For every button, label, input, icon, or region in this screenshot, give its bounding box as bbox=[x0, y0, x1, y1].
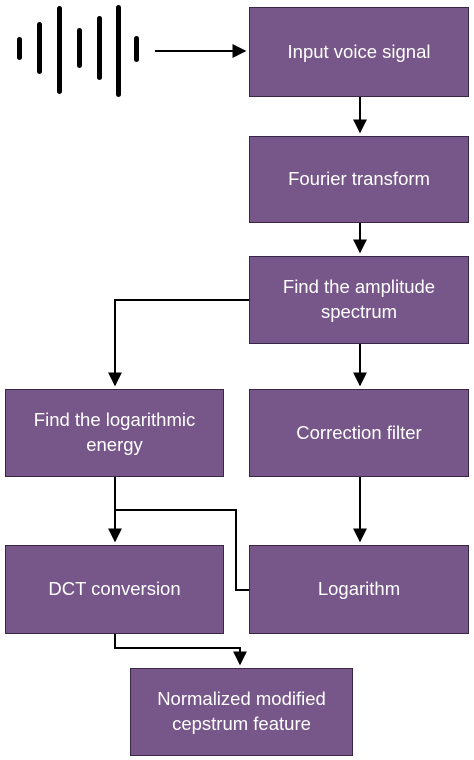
node-fourier-transform: Fourier transform bbox=[249, 136, 469, 223]
node-amplitude-spectrum: Find the amplitude spectrum bbox=[249, 256, 469, 344]
node-label: Fourier transform bbox=[288, 168, 430, 190]
node-logarithmic-energy: Find the logarithmic energy bbox=[5, 389, 224, 477]
node-label: Input voice signal bbox=[287, 40, 431, 62]
node-correction-filter: Correction filter bbox=[249, 389, 469, 477]
node-input-voice-signal: Input voice signal bbox=[249, 7, 469, 97]
edge-amplitude-to-log-energy bbox=[108, 299, 249, 387]
sound-wave-icon bbox=[17, 5, 139, 97]
node-label: Find the logarithmic energy bbox=[33, 409, 196, 455]
edge-logarithm-to-dct bbox=[115, 509, 249, 591]
node-label: DCT conversion bbox=[48, 578, 181, 600]
node-label: Normalized modified cepstrum feature bbox=[157, 688, 326, 734]
edge-dct-to-normalized bbox=[114, 634, 247, 666]
node-logarithm: Logarithm bbox=[249, 545, 469, 634]
node-normalized-cepstrum-feature: Normalized modified cepstrum feature bbox=[130, 668, 353, 756]
node-label: Correction filter bbox=[296, 421, 422, 443]
node-label: Logarithm bbox=[317, 578, 401, 600]
node-dct-conversion: DCT conversion bbox=[5, 545, 224, 634]
node-label: Find the amplitude spectrum bbox=[282, 276, 436, 322]
